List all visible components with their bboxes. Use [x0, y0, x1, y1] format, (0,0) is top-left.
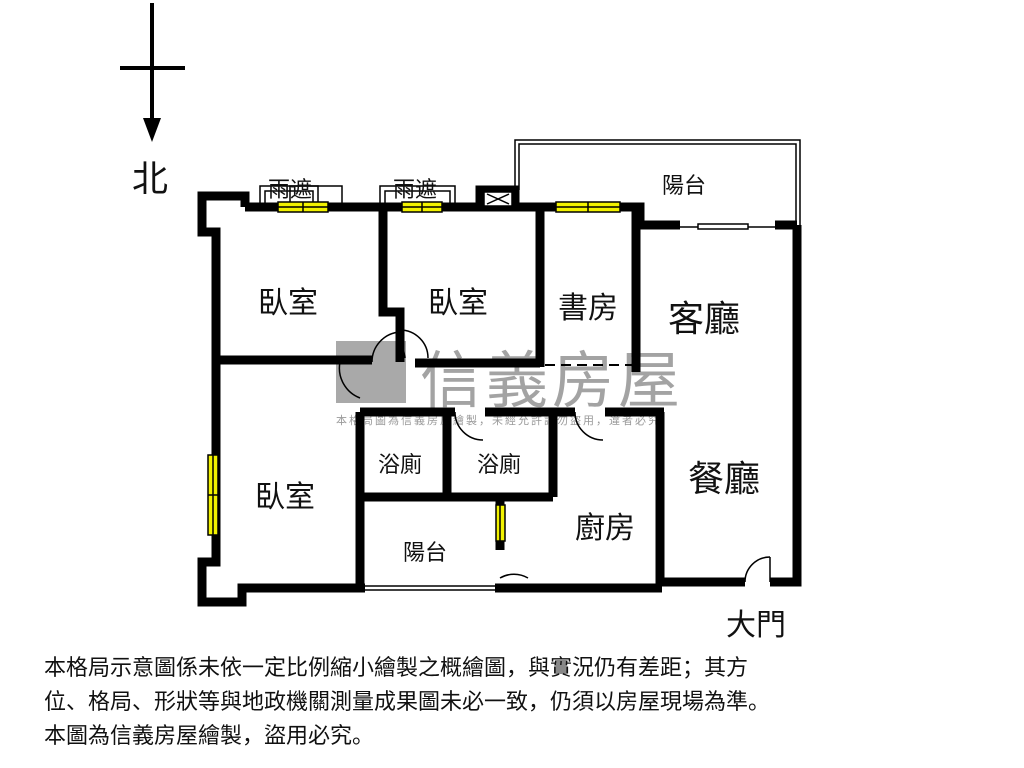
bedroom-3-label: 臥室 — [255, 480, 315, 515]
bedroom-2-label: 臥室 — [428, 286, 488, 321]
sliding-door — [365, 223, 775, 591]
compass-arrow-icon — [120, 3, 185, 142]
walls — [197, 185, 802, 607]
balcony-top-label: 陽台 — [662, 174, 707, 199]
bathroom-2-label: 浴廁 — [477, 453, 522, 478]
kitchen-label: 廚房 — [575, 511, 635, 546]
living-room-label: 客廳 — [668, 299, 741, 340]
disclaimer-line: 位、格局、形狀等與地政機關測量成果圖未必一致，仍須以房屋現場為準。 — [44, 690, 771, 715]
bedroom-1-label: 臥室 — [258, 286, 318, 321]
door-swing — [338, 329, 771, 583]
balcony-bottom-label: 陽台 — [403, 541, 448, 566]
disclaimer: 本格局示意圖係未依一定比例縮小繪製之概繪圖，與實況仍有差距；其方 位、格局、形狀… — [44, 652, 994, 754]
awning-label-1: 雨遮 — [268, 178, 313, 203]
watermark-logo — [336, 341, 406, 403]
bathroom-1-label: 浴廁 — [378, 453, 423, 478]
disclaimer-line: 本格局示意圖係未依一定比例縮小繪製之概繪圖，與實況仍有差距；其方 — [44, 656, 749, 681]
north-label: 北 — [132, 159, 169, 200]
awning-label-2: 雨遮 — [393, 178, 438, 203]
study-label: 書房 — [558, 291, 618, 326]
balcony-outline — [514, 139, 801, 225]
main-door-label: 大門 — [726, 608, 786, 643]
dining-room-label: 餐廳 — [688, 459, 761, 500]
window — [207, 201, 621, 542]
awning-outline — [259, 185, 456, 206]
disclaimer-line: 本圖為信義房屋繪製，盜用必究。 — [44, 724, 375, 749]
